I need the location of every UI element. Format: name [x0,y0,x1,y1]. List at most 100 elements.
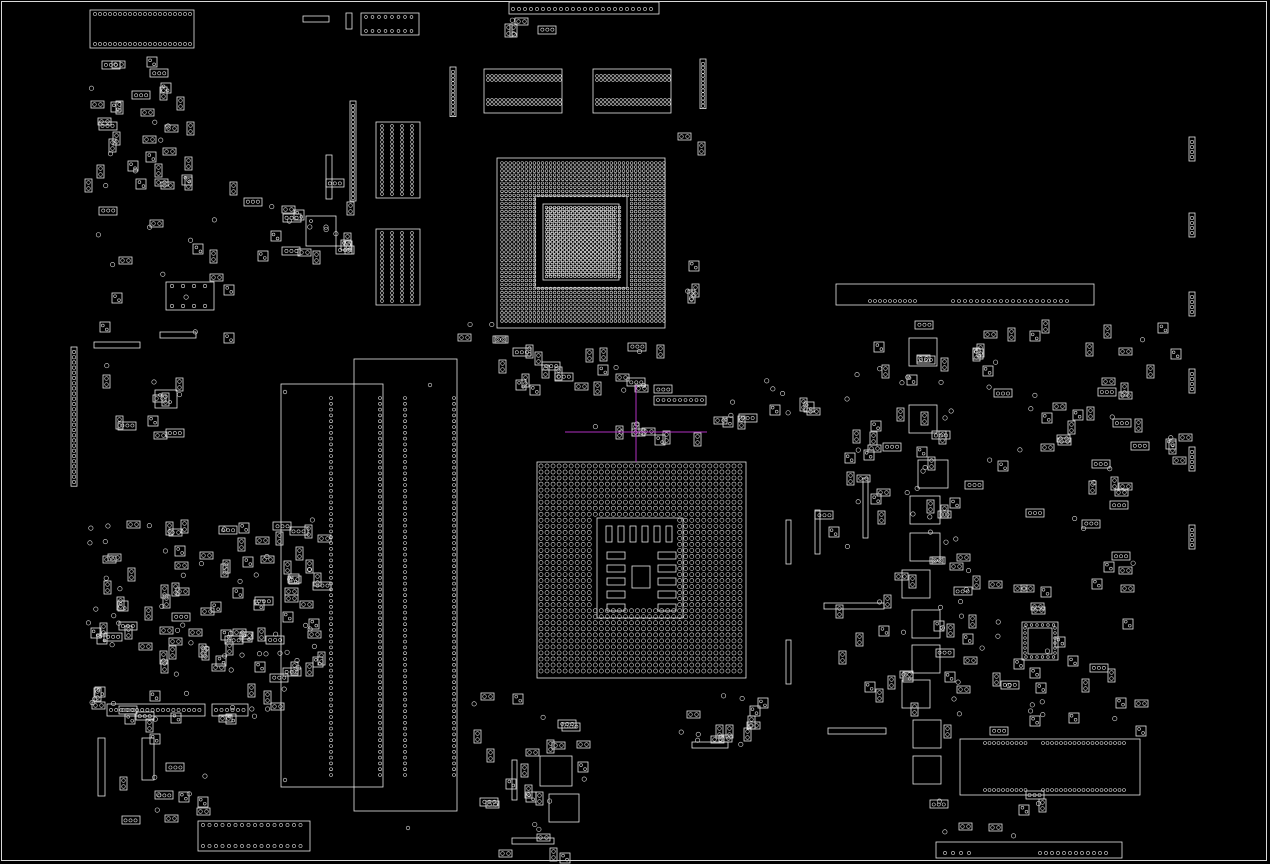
bga-ball [536,193,541,198]
bga-ball [586,656,592,662]
bga-ball [625,177,630,181]
bga-ball [508,278,512,283]
bga-ball [737,554,743,559]
bga-ball [671,620,677,626]
bga-ball [504,282,508,287]
chip-pair [738,413,758,423]
bga-ball [635,644,640,650]
bga-ball [613,319,618,323]
bga-ball [650,213,654,218]
pad [168,42,172,46]
bga-ball [538,608,544,614]
bga-ball [508,254,512,258]
bga-ball [593,238,597,242]
bga-ball [658,299,662,303]
bga-ball [597,299,601,303]
pad [452,709,456,714]
bga-ball [504,213,508,218]
pad [1087,350,1092,355]
pad [452,651,456,656]
pad [400,132,404,136]
pad [92,102,97,107]
pad [186,184,191,189]
bga-ball [591,240,595,244]
bga-ball [589,226,593,230]
pad [329,465,333,470]
pad [292,663,297,668]
bga-ball [575,260,579,264]
pad [1163,328,1168,333]
pad [121,778,126,783]
pad [129,708,134,712]
pad [450,70,455,75]
bga-ball [581,242,585,246]
chip-component [145,718,154,733]
pad [329,715,333,719]
pad [450,89,455,94]
pad [452,604,456,609]
bga-ball [605,319,609,323]
pad [329,755,333,760]
bga-ball [520,294,524,299]
bga-ball [520,205,524,210]
bga-ball [613,209,618,214]
pad [938,433,943,438]
bga-ball [659,626,664,632]
bga-ball [611,511,616,517]
bga-ball [598,608,604,614]
bga-ball [671,650,677,656]
bga-ball [544,499,550,505]
bga-ball [583,260,587,264]
bga-ball [597,262,601,266]
ic-bottom-b [548,793,580,823]
bga-ball [641,632,646,638]
bga-ball [561,258,565,262]
bga-ball [565,161,569,165]
pad [350,156,355,161]
bga-ball [512,294,516,299]
bga-ball [512,286,516,291]
bga-ball [580,626,586,632]
bga-ball [512,290,516,295]
bga-ball [554,219,558,223]
bga-ball [592,644,598,650]
pad [968,639,972,643]
bga-ball [593,315,597,319]
bga-ball [556,560,562,565]
chip-component [875,688,884,703]
bga-ball [605,303,609,307]
pad [216,607,220,611]
bga-ball [583,256,587,260]
pad [350,148,355,153]
bga-ball [556,638,562,644]
pad [329,686,333,690]
bga-ball [713,656,719,662]
bga-ball [609,238,614,242]
small-ic [124,713,136,725]
bga-ball [546,248,550,252]
via [958,613,964,619]
bga-ball [629,650,634,656]
bga-ball [605,169,609,173]
via [159,603,165,609]
bga-ball [621,286,626,291]
ic-top [360,12,420,36]
bga-ball [593,311,597,315]
chip-component [983,330,998,339]
bga-ball [701,475,707,481]
bga-ball [528,299,533,303]
bga-ball [633,290,638,295]
bga-ball [598,493,604,499]
bga-ball [613,299,618,303]
pad [639,380,644,385]
bga-ball [641,505,646,511]
pad [955,589,960,594]
pad [511,25,516,30]
chip-pair [1089,663,1109,673]
bga-ball [725,511,731,517]
pad [542,74,546,78]
chip-component [1118,482,1133,491]
bga-ball [713,511,719,517]
